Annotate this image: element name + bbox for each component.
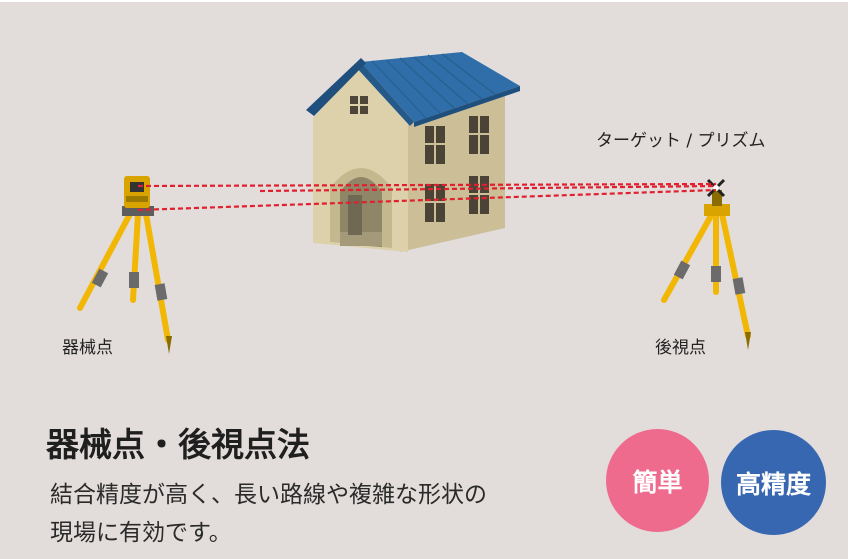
description-line: 現場に有効です。 <box>50 520 232 546</box>
high-precision-badge: 高精度 <box>721 430 826 535</box>
tripod-icon <box>77 211 172 354</box>
instrument-point-label: 器械点 <box>62 338 113 358</box>
target-label: ターゲット / プリズム <box>596 131 766 151</box>
description-line: 結合精度が高く、長い路線や複雑な形状の <box>50 482 487 508</box>
method-title: 器械点・後視点法 <box>46 425 310 464</box>
method-description: 結合精度が高く、長い路線や複雑な形状の 現場に有効です。 <box>50 476 580 552</box>
total-station-icon <box>77 176 172 354</box>
top-divider <box>0 0 848 2</box>
backsight-point-label: 後視点 <box>655 338 706 358</box>
prism-target-icon <box>661 178 751 350</box>
laser-lines <box>137 182 717 212</box>
house-icon <box>306 52 520 252</box>
simple-badge: 簡単 <box>606 429 709 532</box>
survey-scene <box>77 52 751 354</box>
